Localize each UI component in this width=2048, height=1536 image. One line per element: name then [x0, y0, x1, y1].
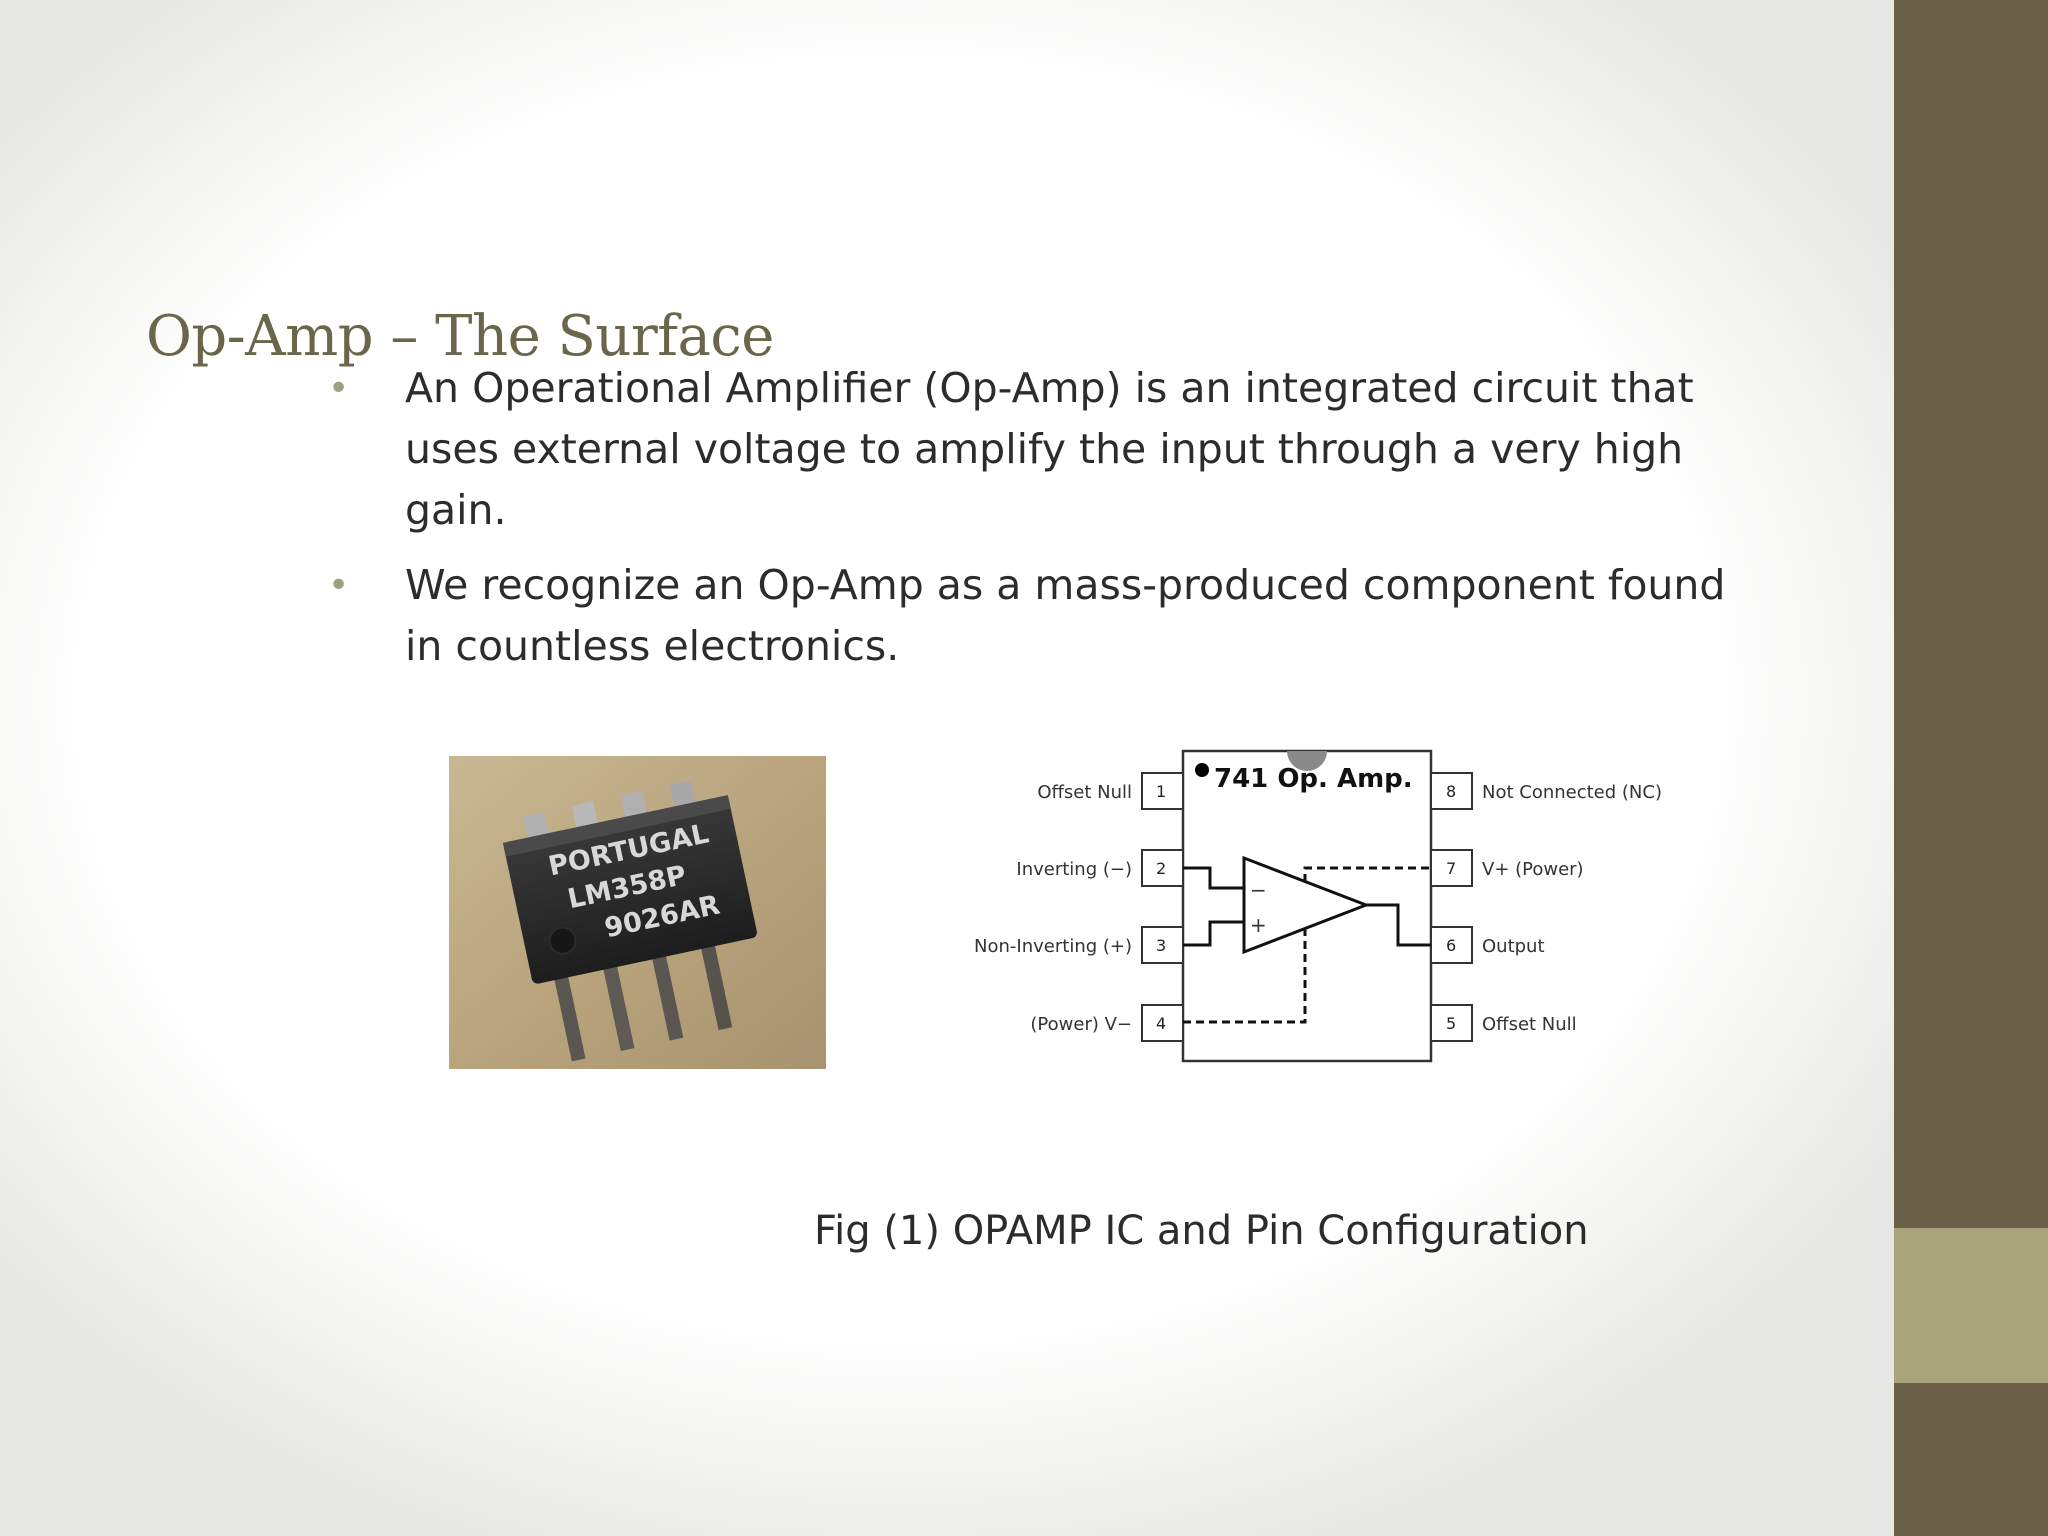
pin-number: 3 [1156, 936, 1166, 955]
pin-label: Offset Null [1482, 1014, 1577, 1035]
pin-number: 1 [1156, 782, 1166, 801]
notch-icon [1287, 751, 1327, 771]
opamp-ic-photo: PORTUGAL LM358P 9026AR [449, 756, 826, 1069]
left-pin-boxes [1141, 772, 1184, 1042]
chip-title: 741 Op. Amp. [1214, 764, 1413, 794]
pin1-dot-icon [1195, 763, 1209, 777]
pin-number: 5 [1446, 1014, 1456, 1033]
pin-number: 6 [1446, 936, 1456, 955]
bullet-item: • We recognize an Op-Amp as a mass-produ… [320, 555, 1740, 677]
bullet-list: • An Operational Amplifier (Op-Amp) is a… [320, 358, 1740, 691]
decorative-side-band-accent [1894, 1228, 2048, 1383]
pin-label: Output [1482, 936, 1545, 957]
bullet-text: An Operational Amplifier (Op-Amp) is an … [405, 364, 1694, 534]
pin-label: Not Connected (NC) [1482, 782, 1662, 803]
pin-number: 4 [1156, 1014, 1166, 1033]
pin-label: Inverting (−) [1016, 859, 1132, 880]
right-pin-boxes [1430, 772, 1473, 1042]
figure-caption: Fig (1) OPAMP IC and Pin Configuration [814, 1208, 1589, 1254]
pin-configuration-diagram: 741 Op. Amp. 1 2 3 4 8 7 6 5 Offset Null… [974, 749, 1662, 1063]
pin-label: Non-Inverting (+) [974, 936, 1132, 957]
minus-sign: − [1250, 878, 1267, 902]
pin-label: (Power) V− [1030, 1014, 1132, 1035]
pin-label: Offset Null [1037, 782, 1132, 803]
bullet-text: We recognize an Op-Amp as a mass-produce… [405, 561, 1726, 670]
pin-number: 7 [1446, 859, 1456, 878]
pin-label: V+ (Power) [1482, 859, 1584, 880]
slide-title: Op-Amp – The Surface [146, 304, 774, 369]
bullet-item: • An Operational Amplifier (Op-Amp) is a… [320, 358, 1740, 541]
bullet-dot-icon: • [328, 565, 350, 606]
opamp-symbol-icon [1183, 855, 1431, 1024]
pin-number: 2 [1156, 859, 1166, 878]
bullet-dot-icon: • [328, 368, 350, 409]
plus-sign: + [1250, 913, 1267, 937]
pin-number: 8 [1446, 782, 1456, 801]
